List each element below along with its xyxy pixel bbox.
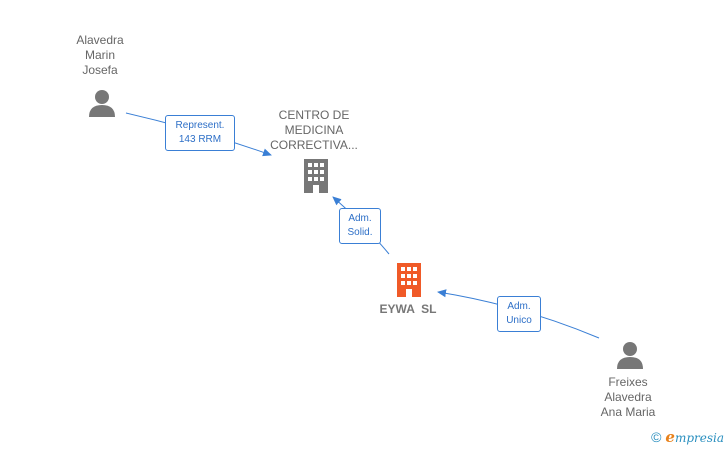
edge-label-line: Adm. (348, 213, 372, 224)
person-icon[interactable] (88, 88, 116, 118)
copyright-icon: © (651, 429, 662, 445)
name-line: Marin (84, 48, 115, 62)
edge-label-line: Unico (506, 315, 532, 326)
name-line: Alavedra (604, 390, 652, 404)
person-freixes-alavedra-label: Freixes Alavedra Ana Maria (588, 375, 668, 420)
building-icon[interactable] (301, 158, 331, 194)
name-line: CENTRO DE (278, 108, 350, 122)
person-alavedra-marin-label: Alavedra Marin Josefa (60, 33, 140, 78)
edge-label-line: Represent. (175, 120, 225, 131)
company-eywa-label: EYWA SL (379, 302, 437, 316)
empresia-logo[interactable]: empresia (665, 428, 724, 446)
edge-label-represent: Represent. 143 RRM (165, 115, 235, 151)
brand-footer: © empresia (651, 428, 724, 446)
edge-label-adm-solid: Adm. Solid. (339, 208, 381, 244)
name-line: Alavedra (76, 33, 124, 47)
logo-initial: e (665, 428, 675, 446)
edge-label-line: Solid. (347, 227, 373, 238)
edge-label-line: 143 RRM (178, 134, 222, 145)
edge-label-line: Adm. (507, 301, 531, 312)
name-line: Freixes (608, 375, 648, 389)
name-line: Ana Maria (600, 405, 656, 419)
name-line: CORRECTIVA... (270, 138, 358, 152)
name-line: Josefa (82, 63, 118, 77)
logo-text: mpresia (674, 431, 724, 445)
company-centro-medicina-label: CENTRO DE MEDICINA CORRECTIVA... (264, 108, 364, 153)
name-line: MEDICINA (284, 123, 344, 137)
building-icon[interactable] (393, 262, 425, 298)
person-icon[interactable] (616, 340, 644, 370)
edge-label-adm-unico: Adm. Unico (497, 296, 541, 332)
